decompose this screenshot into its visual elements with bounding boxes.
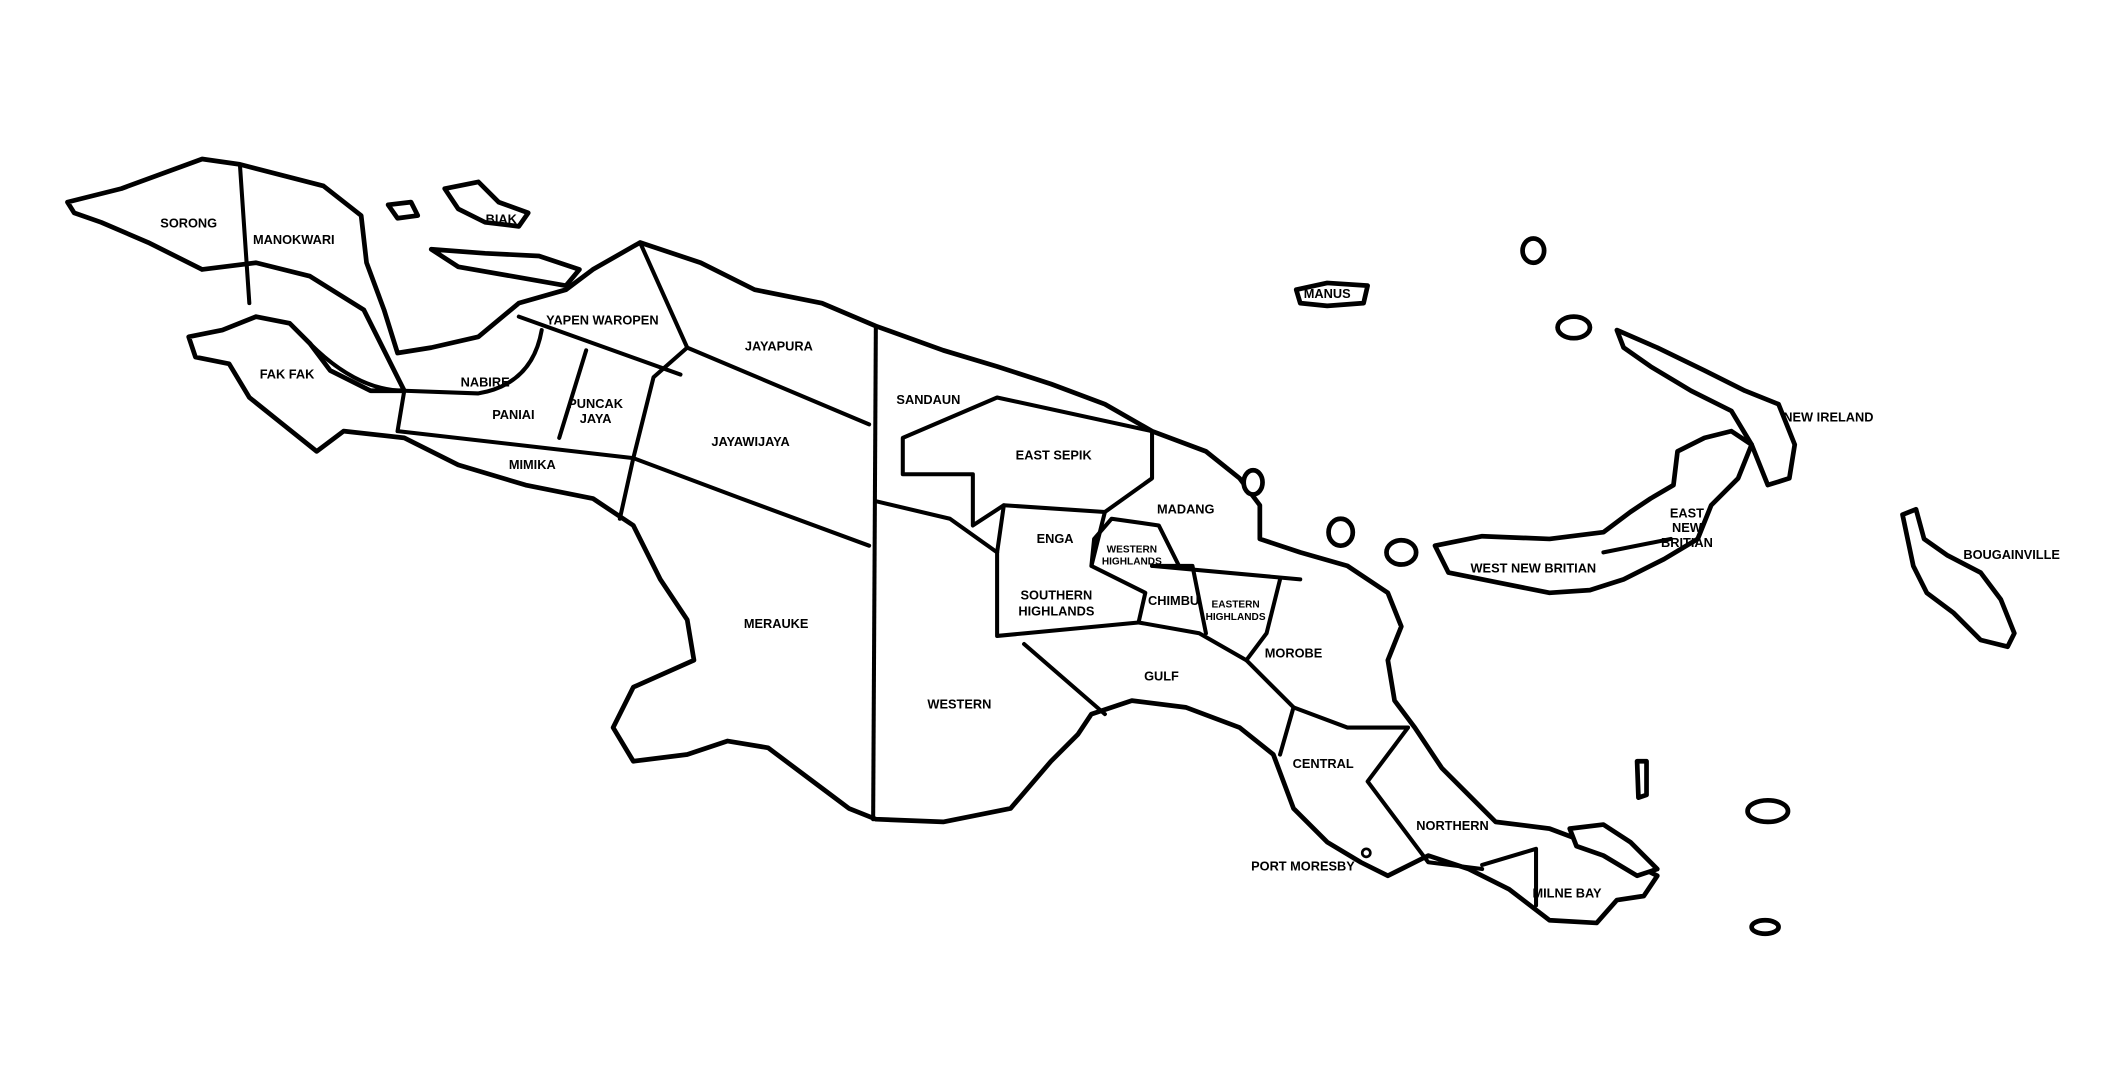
province-borders bbox=[237, 162, 1673, 908]
small-island-2 bbox=[1555, 314, 1593, 341]
label-biak: BIAK bbox=[486, 212, 518, 227]
label-jayapura: JAYAPURA bbox=[745, 338, 813, 353]
label-western-highlands: WESTERN bbox=[1107, 544, 1157, 555]
label-northern: NORTHERN bbox=[1416, 818, 1488, 833]
label-sorong: SORONG bbox=[160, 216, 217, 231]
label-eastern-highlands: EASTERN bbox=[1211, 600, 1259, 611]
label-yapen-waropen: YAPEN WAROPEN bbox=[546, 313, 658, 328]
label-morobe: MOROBE bbox=[1265, 646, 1323, 661]
small-island-1 bbox=[1520, 236, 1547, 266]
yapen-island bbox=[428, 246, 582, 288]
label-enga: ENGA bbox=[1037, 531, 1074, 546]
label-southern-highlands-2: HIGHLANDS bbox=[1018, 604, 1094, 619]
label-bougainville: BOUGAINVILLE bbox=[1963, 547, 2060, 562]
small-island-8 bbox=[1634, 758, 1649, 800]
label-east-new-britian-3: BRITIAN bbox=[1661, 535, 1713, 550]
biak-island bbox=[442, 179, 531, 229]
label-western: WESTERN bbox=[927, 697, 991, 712]
label-puncak-jaya-2: JAYA bbox=[580, 411, 612, 426]
new-ireland-island bbox=[1614, 327, 1798, 488]
label-chimbu: CHIMBU bbox=[1148, 593, 1199, 608]
label-west-new-britian: WEST NEW BRITIAN bbox=[1471, 561, 1597, 576]
small-island-west bbox=[385, 199, 421, 221]
small-island-3 bbox=[1241, 467, 1265, 497]
land-masses bbox=[65, 156, 2017, 937]
label-fak-fak: FAK FAK bbox=[260, 367, 315, 382]
label-puncak-jaya: PUNCAK bbox=[568, 396, 623, 411]
label-port-moresby: PORT MORESBY bbox=[1251, 858, 1355, 873]
small-island-6 bbox=[1745, 797, 1791, 825]
label-new-ireland: NEW IRELAND bbox=[1783, 410, 1873, 425]
label-manokwari: MANOKWARI bbox=[253, 232, 335, 247]
label-sandaun: SANDAUN bbox=[896, 392, 960, 407]
label-western-highlands-2: HIGHLANDS bbox=[1102, 557, 1162, 568]
new-britain-island bbox=[1432, 428, 1754, 596]
dentrecasteaux-islands bbox=[1567, 822, 1660, 879]
bougainville-island bbox=[1900, 506, 2017, 650]
label-eastern-highlands-2: HIGHLANDS bbox=[1206, 612, 1266, 623]
label-east-new-britian-2: NEW bbox=[1672, 520, 1703, 535]
small-island-4 bbox=[1326, 516, 1356, 549]
label-central: CENTRAL bbox=[1293, 756, 1354, 771]
label-mimika: MIMIKA bbox=[509, 457, 556, 472]
port-moresby-marker bbox=[1360, 847, 1372, 859]
label-paniai: PANIAI bbox=[492, 407, 534, 422]
label-gulf: GULF bbox=[1144, 668, 1179, 683]
small-island-5 bbox=[1384, 537, 1419, 567]
label-east-sepik: EAST SEPIK bbox=[1016, 447, 1093, 462]
province-labels: SORONG MANOKWARI BIAK FAK FAK NABIRE YAP… bbox=[160, 212, 2060, 901]
manus-island bbox=[1293, 280, 1370, 309]
label-southern-highlands: SOUTHERN bbox=[1021, 588, 1093, 603]
label-manus: MANUS bbox=[1304, 286, 1351, 301]
label-merauke: MERAUKE bbox=[744, 616, 809, 631]
label-nabire: NABIRE bbox=[461, 375, 510, 390]
label-milne-bay: MILNE BAY bbox=[1532, 885, 1602, 900]
label-jayawijaya: JAYAWIJAYA bbox=[711, 434, 789, 449]
label-east-new-britian: EAST bbox=[1670, 505, 1704, 520]
small-island-7 bbox=[1749, 917, 1781, 937]
label-madang: MADANG bbox=[1157, 501, 1215, 516]
new-guinea-mainland bbox=[65, 156, 1660, 926]
